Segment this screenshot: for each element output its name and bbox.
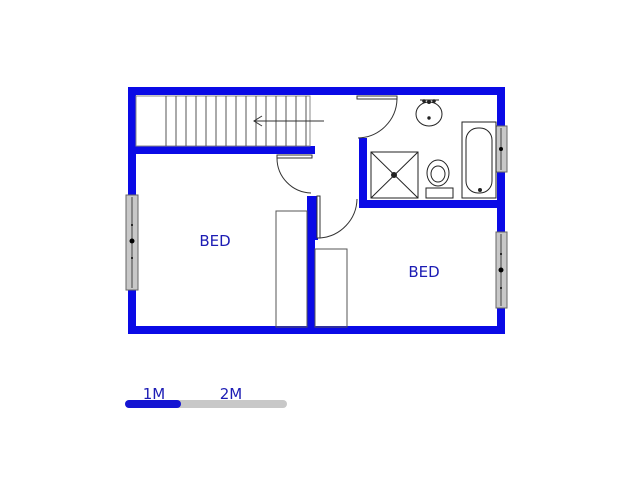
windows [125, 125, 508, 309]
room-label-bed-right: BED [408, 263, 439, 281]
room-label-bed-left: BED [199, 232, 230, 250]
cupboard-left [275, 210, 308, 328]
right-bed-door-swing [319, 198, 358, 239]
scale-label-2m: 2M [220, 385, 243, 403]
bathroom-door-swing [357, 98, 398, 139]
bathroom-fixtures [370, 99, 497, 199]
doors [276, 95, 398, 239]
toilet-cistern [425, 187, 454, 199]
left-bed-door-swing [276, 157, 312, 194]
bathroom-door-leaf [356, 95, 398, 100]
scale-label-1m: 1M [143, 385, 166, 403]
interior-walls [132, 138, 501, 330]
left-bed-door-leaf [276, 154, 313, 159]
staircase [135, 95, 324, 147]
right-bed-door-leaf [316, 195, 321, 239]
cupboards [275, 210, 348, 328]
cupboard-right [314, 248, 348, 328]
basin [415, 101, 443, 127]
scale-bar: 1M 2M [125, 385, 287, 408]
